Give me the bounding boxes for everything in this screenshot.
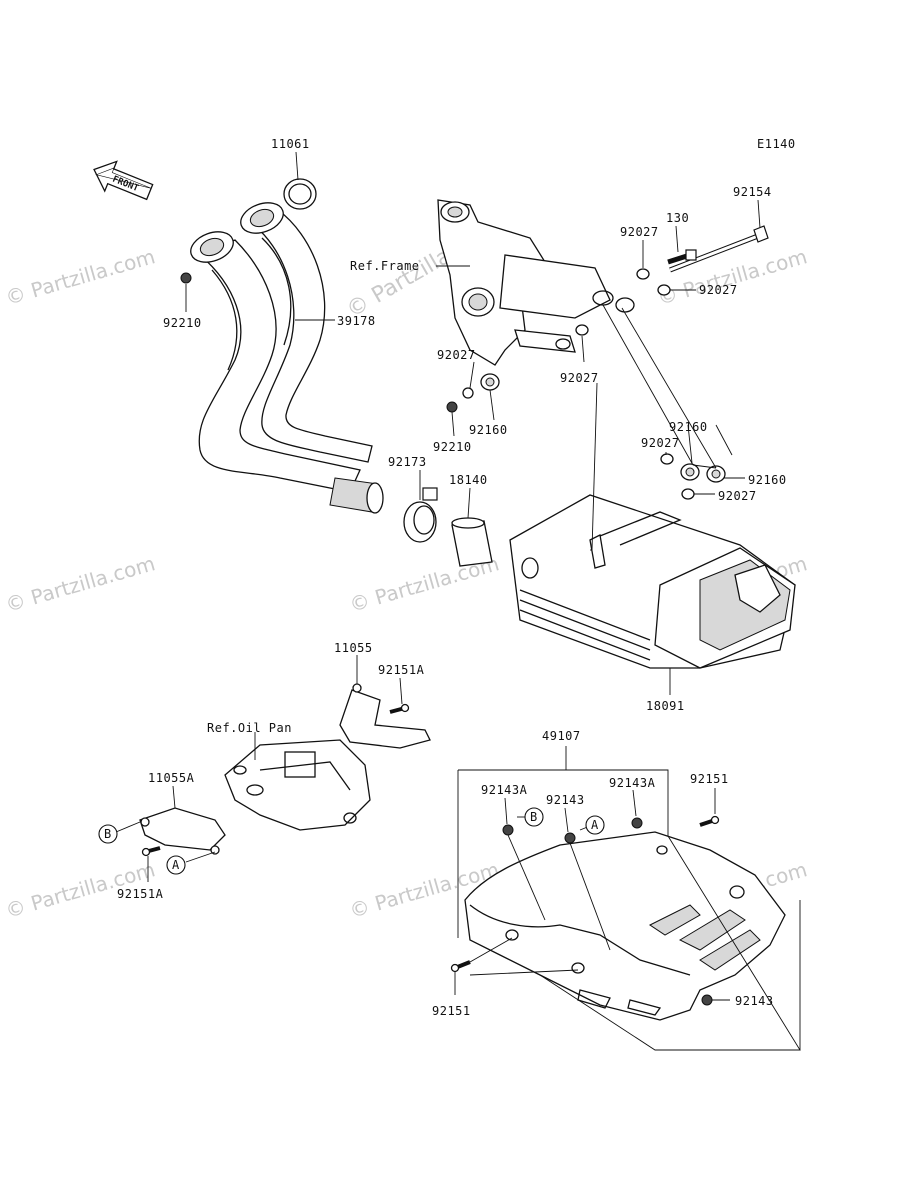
svg-text:B: B (530, 810, 538, 824)
callout-92151A: 92151A (117, 887, 164, 901)
marker-b: B (98, 824, 118, 844)
diagram-code: E1140 (757, 137, 796, 151)
callout-92027: 92027 (699, 283, 738, 297)
collar-92027 (575, 324, 589, 336)
callout-130: 130 (666, 211, 689, 225)
callout-92143: 92143 (546, 793, 585, 807)
muffler-18091 (509, 494, 796, 669)
callout-92160: 92160 (748, 473, 787, 487)
callout-49107: 49107 (542, 729, 581, 743)
marker-b: B (524, 807, 544, 827)
bolt-92151 (699, 815, 720, 827)
callout-92151: 92151 (432, 1004, 471, 1018)
callout-ref-oil-pan: Ref.Oil Pan (207, 721, 292, 735)
bolt-92151A (141, 846, 161, 857)
watermark: © Partzilla.com (655, 244, 810, 310)
callout-92151: 92151 (690, 772, 729, 786)
callout-92027: 92027 (437, 348, 476, 362)
grommet-92143 (701, 994, 713, 1006)
callout-92154: 92154 (733, 185, 772, 199)
collar-92027 (657, 284, 671, 296)
callout-11055: 11055 (334, 641, 373, 655)
grommet-92143 (564, 832, 576, 844)
svg-text:B: B (104, 827, 112, 841)
muffler-cover-49107 (464, 831, 786, 1021)
oil-pan-assembly (224, 739, 371, 831)
svg-text:A: A (172, 858, 180, 872)
exhaust-pipe-39178 (190, 202, 384, 514)
collar-92027 (660, 453, 674, 465)
bolt-92154 (669, 225, 769, 273)
callout-92210: 92210 (433, 440, 472, 454)
nut-92210 (446, 401, 458, 413)
bolt-92151 (450, 960, 471, 973)
collar-92027 (636, 268, 650, 280)
callout-92027: 92027 (560, 371, 599, 385)
callout-ref-frame: Ref.Frame (350, 259, 420, 273)
marker-a: A (166, 855, 186, 875)
nut-92210 (180, 272, 192, 284)
callout-labels: 11061 92210 39178 Ref.Frame 92154 130 92… (117, 137, 787, 1018)
callout-92027: 92027 (641, 436, 680, 450)
callout-92027: 92027 (718, 489, 757, 503)
callout-92143: 92143 (735, 994, 774, 1008)
bracket-11055 (339, 683, 431, 749)
leader-lines (115, 151, 801, 1051)
callout-39178: 39178 (337, 314, 376, 328)
callout-18140: 18140 (449, 473, 488, 487)
callout-92143A: 92143A (609, 776, 656, 790)
callout-92143A: 92143A (481, 783, 528, 797)
watermark: © Partzilla.com (3, 551, 158, 617)
callout-11061: 11061 (271, 137, 310, 151)
callout-18091: 18091 (646, 699, 685, 713)
grommet-92143A (631, 817, 643, 829)
callout-11055A: 11055A (148, 771, 195, 785)
svg-text:A: A (591, 818, 599, 832)
bracket-11055A (139, 807, 226, 855)
gasket-11061 (283, 178, 317, 210)
callout-92173: 92173 (388, 455, 427, 469)
gasket-18140 (451, 517, 493, 567)
clamp-92173 (403, 487, 438, 543)
frame-bracket (437, 199, 635, 366)
grommet-92143A (502, 824, 514, 836)
callout-92210: 92210 (163, 316, 202, 330)
collar-92027 (462, 387, 474, 399)
callout-92027: 92027 (620, 225, 659, 239)
callout-92151A: 92151A (378, 663, 425, 677)
bolt-92151A (389, 703, 410, 714)
bolt-130 (667, 249, 697, 265)
marker-a: A (585, 815, 605, 835)
front-arrow-icon: FRONT (93, 160, 154, 201)
callout-92160: 92160 (669, 420, 708, 434)
watermark: © Partzilla.com (3, 244, 158, 310)
callout-92160: 92160 (469, 423, 508, 437)
collar-92027 (681, 488, 695, 500)
